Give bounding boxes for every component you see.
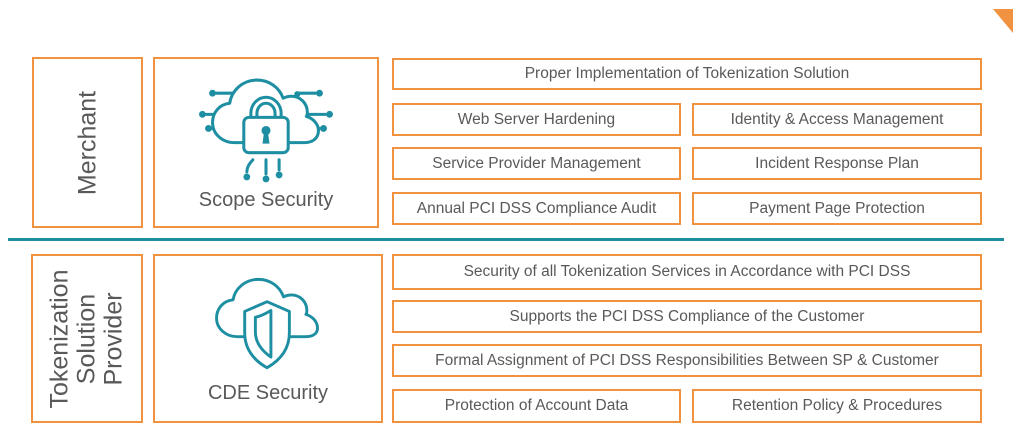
corner-triangle-decoration — [993, 9, 1013, 33]
tsp-item-protection-of-account-data: Protection of Account Data — [392, 389, 681, 423]
cde-security-box: CDE Security — [153, 254, 383, 423]
tokenization-solution-provider-label: Tokenization Solution Provider — [45, 269, 128, 408]
merchant-item-payment-page-protection: Payment Page Protection — [692, 192, 982, 225]
item-label: Retention Policy & Procedures — [731, 397, 943, 414]
tsp-item-retention-policy-procedures: Retention Policy & Procedures — [692, 389, 982, 423]
merchant-item-service-provider-management: Service Provider Management — [392, 147, 681, 180]
item-label: Security of all Tokenization Services in… — [463, 263, 911, 280]
item-label: Incident Response Plan — [755, 154, 919, 172]
item-label: Formal Assignment of PCI DSS Responsibil… — [435, 351, 939, 369]
item-label: Payment Page Protection — [749, 199, 925, 217]
merchant-item-web-server-hardening: Web Server Hardening — [392, 103, 681, 136]
merchant-item-proper-implementation: Proper Implementation of Tokenization So… — [392, 58, 982, 90]
merchant-actor-label: Merchant — [73, 90, 101, 195]
item-label: Web Server Hardening — [457, 110, 616, 128]
cloud-shield-icon — [215, 277, 319, 370]
section-divider — [8, 238, 1004, 241]
item-label: Proper Implementation of Tokenization So… — [524, 65, 850, 82]
cde-security-label: CDE Security — [207, 382, 329, 404]
tsp-item-security-of-tokenization-services: Security of all Tokenization Services in… — [392, 254, 982, 290]
cloud-lock-circuit-icon — [199, 78, 333, 183]
tsp-item-supports-customer-compliance: Supports the PCI DSS Compliance of the C… — [392, 300, 982, 333]
merchant-item-annual-pci-dss-audit: Annual PCI DSS Compliance Audit — [392, 192, 681, 225]
scope-security-box: Scope Security — [153, 57, 379, 228]
item-label: Supports the PCI DSS Compliance of the C… — [509, 307, 865, 325]
item-label: Annual PCI DSS Compliance Audit — [416, 199, 657, 217]
merchant-item-identity-access-management: Identity & Access Management — [692, 103, 982, 136]
tokenization-solution-provider-actor-box: Tokenization Solution Provider — [31, 254, 143, 423]
item-label: Identity & Access Management — [730, 110, 944, 128]
item-label: Service Provider Management — [432, 154, 641, 172]
item-label: Protection of Account Data — [444, 397, 629, 414]
scope-security-label: Scope Security — [198, 189, 334, 211]
merchant-actor-box: Merchant — [32, 57, 143, 228]
merchant-item-incident-response-plan: Incident Response Plan — [692, 147, 982, 180]
tsp-item-formal-assignment-responsibilities: Formal Assignment of PCI DSS Responsibil… — [392, 344, 982, 377]
